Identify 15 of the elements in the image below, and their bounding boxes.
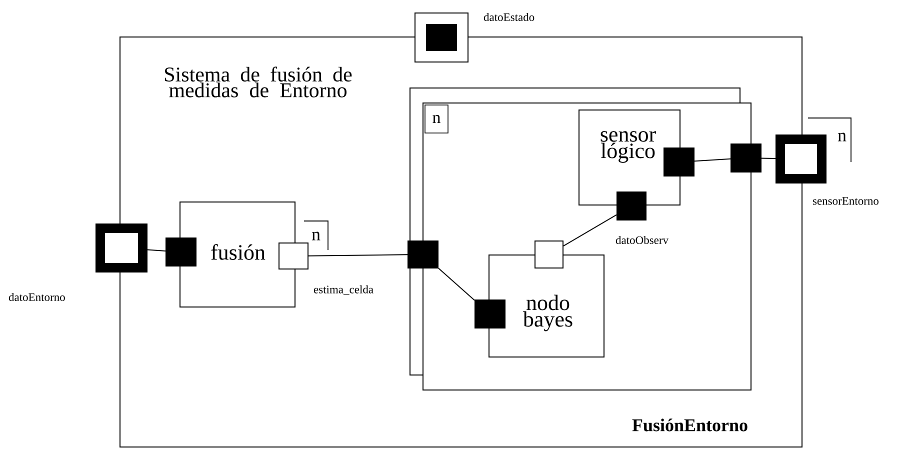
diagram-heading: Sistema de fusión de medidas de Entorno [165,66,352,98]
connector-line [147,249,166,252]
component-name: fusión [211,244,266,260]
port-label: sensorEntorno [812,197,878,205]
connector-line [761,158,776,160]
port-square [278,242,308,270]
port-label: datoEstado [484,12,534,22]
port-label: datoEntorno [8,292,65,302]
connector-line [308,254,408,256]
port-square [166,238,196,266]
port-label: estima_celda [314,285,374,295]
port-square [414,12,468,62]
port-square [96,224,148,272]
port-square [776,134,826,184]
component-title: FusiónEntorno [632,418,748,432]
